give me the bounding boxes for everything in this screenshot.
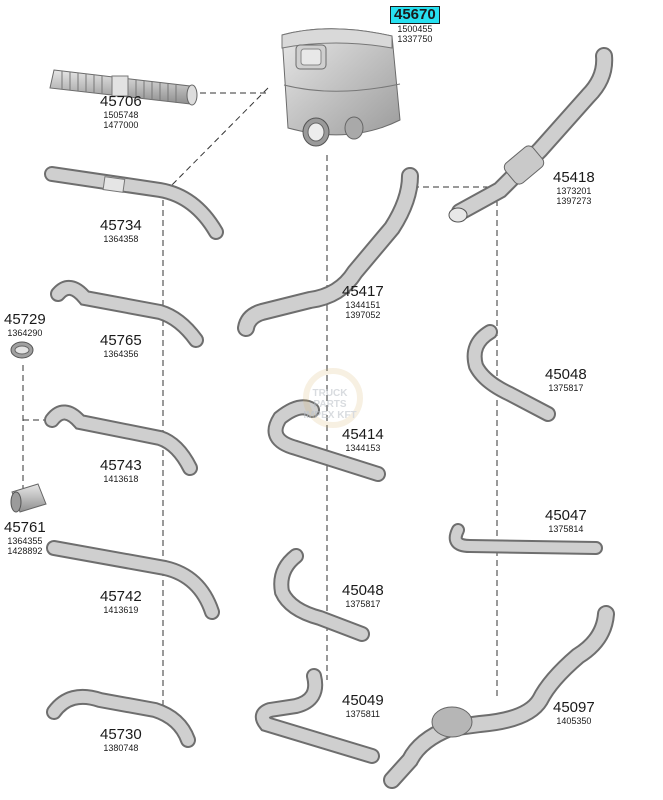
part-number: 45048: [545, 366, 587, 383]
label-45670[interactable]: 45670 1500455 1337750: [390, 6, 440, 44]
part-number: 45743: [100, 457, 142, 474]
pipe-45743: [44, 404, 198, 476]
pipe-45765: [50, 280, 204, 348]
ref-number: 1375817: [548, 383, 584, 393]
ref-number: 1337750: [397, 34, 433, 44]
part-number: 45729: [4, 311, 46, 328]
part-number: 45730: [100, 726, 142, 743]
pipe-45049: [254, 668, 380, 764]
label-45761[interactable]: 45761 1364355 1428892: [4, 519, 46, 557]
label-45414[interactable]: 45414 1344153: [342, 426, 384, 454]
part-number: 45418: [553, 169, 595, 186]
ref-number: 1413618: [103, 474, 139, 484]
label-45765[interactable]: 45765 1364356: [100, 332, 142, 360]
part-number: 45734: [100, 217, 142, 234]
label-45742[interactable]: 45742 1413619: [100, 588, 142, 616]
label-45706[interactable]: 45706 1505748 1477000: [100, 93, 142, 131]
part-number: 45097: [553, 699, 595, 716]
part-number: 45049: [342, 692, 384, 709]
part-number: 45047: [545, 507, 587, 524]
ref-number: 1344151: [345, 300, 381, 310]
part-number: 45706: [100, 93, 142, 110]
label-45418[interactable]: 45418 1373201 1397273: [553, 169, 595, 207]
ref-number: 1477000: [103, 120, 139, 130]
ref-number: 1373201: [556, 186, 592, 196]
pipe-45048-center: [273, 548, 370, 642]
ref-number: 1397273: [556, 196, 592, 206]
ref-number: 1344153: [345, 443, 381, 453]
pipe-45734: [44, 166, 224, 240]
pipe-45048-right: [466, 324, 556, 422]
label-45729[interactable]: 45729 1364290: [4, 311, 46, 339]
label-45417[interactable]: 45417 1344151 1397052: [342, 283, 384, 321]
label-45097[interactable]: 45097 1405350: [553, 699, 595, 727]
part-number: 45765: [100, 332, 142, 349]
ref-number: 1364290: [7, 328, 43, 338]
ref-number: 1505748: [103, 110, 139, 120]
ref-number: 1375811: [345, 709, 381, 719]
ref-number: 1364358: [103, 234, 139, 244]
silencer-45670: [281, 28, 401, 147]
label-45743[interactable]: 45743 1413618: [100, 457, 142, 485]
part-number: 45761: [4, 519, 46, 536]
pipe-45047: [448, 523, 603, 555]
ref-number: 1375817: [345, 599, 381, 609]
part-number: 45742: [100, 588, 142, 605]
ref-number: 1413619: [103, 605, 139, 615]
label-45730[interactable]: 45730 1380748: [100, 726, 142, 754]
label-45047[interactable]: 45047 1375814: [545, 507, 587, 535]
ref-number: 1397052: [345, 310, 381, 320]
pipe-45742: [46, 540, 220, 620]
ref-number: 1500455: [397, 24, 433, 34]
pipe-45417: [237, 167, 419, 337]
label-45048-right[interactable]: 45048 1375817: [545, 366, 587, 394]
clamp-45729: [10, 341, 34, 359]
pipe-45418: [448, 47, 614, 223]
pipe-45414: [267, 399, 386, 482]
pipe-45097: [383, 605, 615, 789]
flex-pipe-45706: [49, 69, 198, 106]
flex-45761: [10, 483, 47, 513]
leader-lines: [22, 87, 500, 705]
part-number: 45414: [342, 426, 384, 443]
part-number: 45048: [342, 582, 384, 599]
ref-number: 1364356: [103, 349, 139, 359]
part-number: 45417: [342, 283, 384, 300]
label-45734[interactable]: 45734 1364358: [100, 217, 142, 245]
ref-number: 1380748: [103, 743, 139, 753]
label-45048-center[interactable]: 45048 1375817: [342, 582, 384, 610]
pipe-45730: [46, 689, 196, 748]
ref-number: 1364355: [7, 536, 43, 546]
ref-number: 1428892: [7, 546, 43, 556]
label-45049[interactable]: 45049 1375811: [342, 692, 384, 720]
part-number: 45670: [390, 6, 440, 24]
ref-number: 1375814: [548, 524, 584, 534]
ref-number: 1405350: [556, 716, 592, 726]
